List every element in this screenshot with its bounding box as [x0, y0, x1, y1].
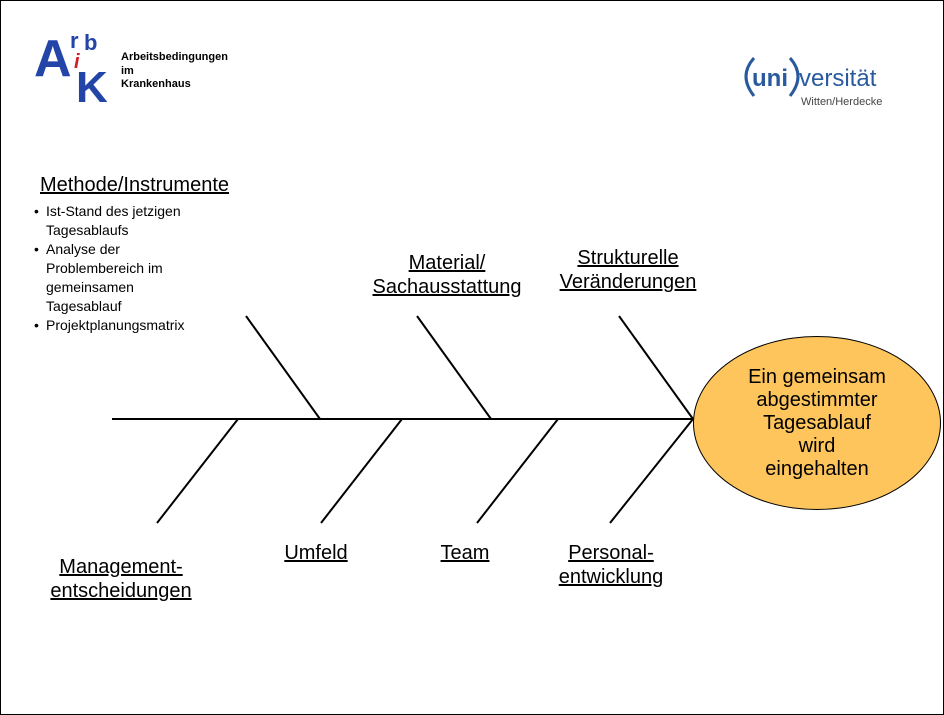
arbik-logo: A r b i K — [34, 28, 108, 108]
logo-word-uni: uni — [752, 65, 788, 92]
cause-management-line2: entscheidungen — [50, 580, 192, 602]
logo-bracket-left — [744, 57, 756, 97]
bone-umfeld — [320, 418, 403, 524]
cause-management: Management- entscheidungen — [26, 555, 216, 603]
bone-team — [476, 418, 559, 524]
logo-line-arbeitsbedingungen: Arbeitsbedingungen — [121, 51, 228, 63]
cause-methode-title: Methode/Instrumente — [40, 174, 229, 196]
bone-strukturelle — [618, 315, 694, 420]
effect-ellipse: Ein gemeinsam abgestimmter Tagesablauf w… — [693, 336, 941, 510]
logo-letter-a: A — [34, 30, 72, 88]
effect-line-5: eingehalten — [765, 457, 869, 480]
cause-strukturelle: Strukturelle Veränderungen — [543, 246, 713, 294]
cause-umfeld: Umfeld — [284, 542, 348, 564]
methode-item-3-text: Projektplanungsmatrix — [46, 317, 185, 333]
logo-bracket-right — [788, 57, 800, 97]
effect-line-1: Ein gemeinsam — [748, 365, 886, 388]
cause-strukturelle-line1: Strukturelle — [577, 247, 679, 269]
cause-management-line1: Management- — [59, 556, 183, 578]
logo-line-im: im — [121, 64, 134, 77]
effect-text: Ein gemeinsam abgestimmter Tagesablauf w… — [748, 366, 886, 481]
effect-line-4: wird — [798, 434, 836, 457]
logo-line-krankenhaus: Krankenhaus — [121, 78, 191, 90]
methode-item-1-text: Ist-Stand des jetzigen Tagesablaufs — [46, 203, 181, 238]
cause-team: Team — [440, 542, 490, 564]
cause-material-line1: Material/ — [408, 252, 486, 274]
logo-letter-i: i — [74, 51, 80, 73]
methode-item-3: Projektplanungsmatrix — [34, 316, 185, 335]
methode-list: Ist-Stand des jetzigen Tagesablaufs Anal… — [34, 202, 185, 335]
logo-word-versitaet: versität — [799, 65, 877, 92]
effect-line-2: abgestimmter — [756, 388, 878, 411]
methode-item-2-text: Analyse der Problembereich im gemeinsame… — [46, 241, 163, 314]
uni-witten-herdecke-logo: uni versität — [744, 57, 877, 97]
logo-letter-k: K — [76, 63, 108, 108]
cause-personal-line1: Personal- — [568, 542, 654, 564]
logo-letter-r: r — [70, 28, 79, 53]
methode-item-2: Analyse der Problembereich im gemeinsame… — [34, 240, 185, 316]
bone-personal — [609, 418, 694, 524]
bone-material — [416, 315, 492, 420]
effect-line-3: Tagesablauf — [763, 411, 871, 434]
cause-material: Material/ Sachausstattung — [362, 251, 532, 299]
logo-subtitle: Witten/Herdecke — [801, 96, 883, 108]
cause-personal-line2: entwicklung — [558, 566, 664, 588]
cause-material-line2: Sachausstattung — [372, 276, 522, 298]
arbik-logo-text: Arbeitsbedingungen im Krankenhaus — [121, 51, 228, 92]
cause-personal: Personal- entwicklung — [541, 541, 681, 589]
methode-item-1: Ist-Stand des jetzigen Tagesablaufs — [34, 202, 185, 240]
logo-letter-b: b — [84, 30, 97, 55]
bone-methode — [245, 315, 321, 420]
cause-strukturelle-line2: Veränderungen — [559, 271, 697, 293]
bone-management — [156, 418, 239, 524]
